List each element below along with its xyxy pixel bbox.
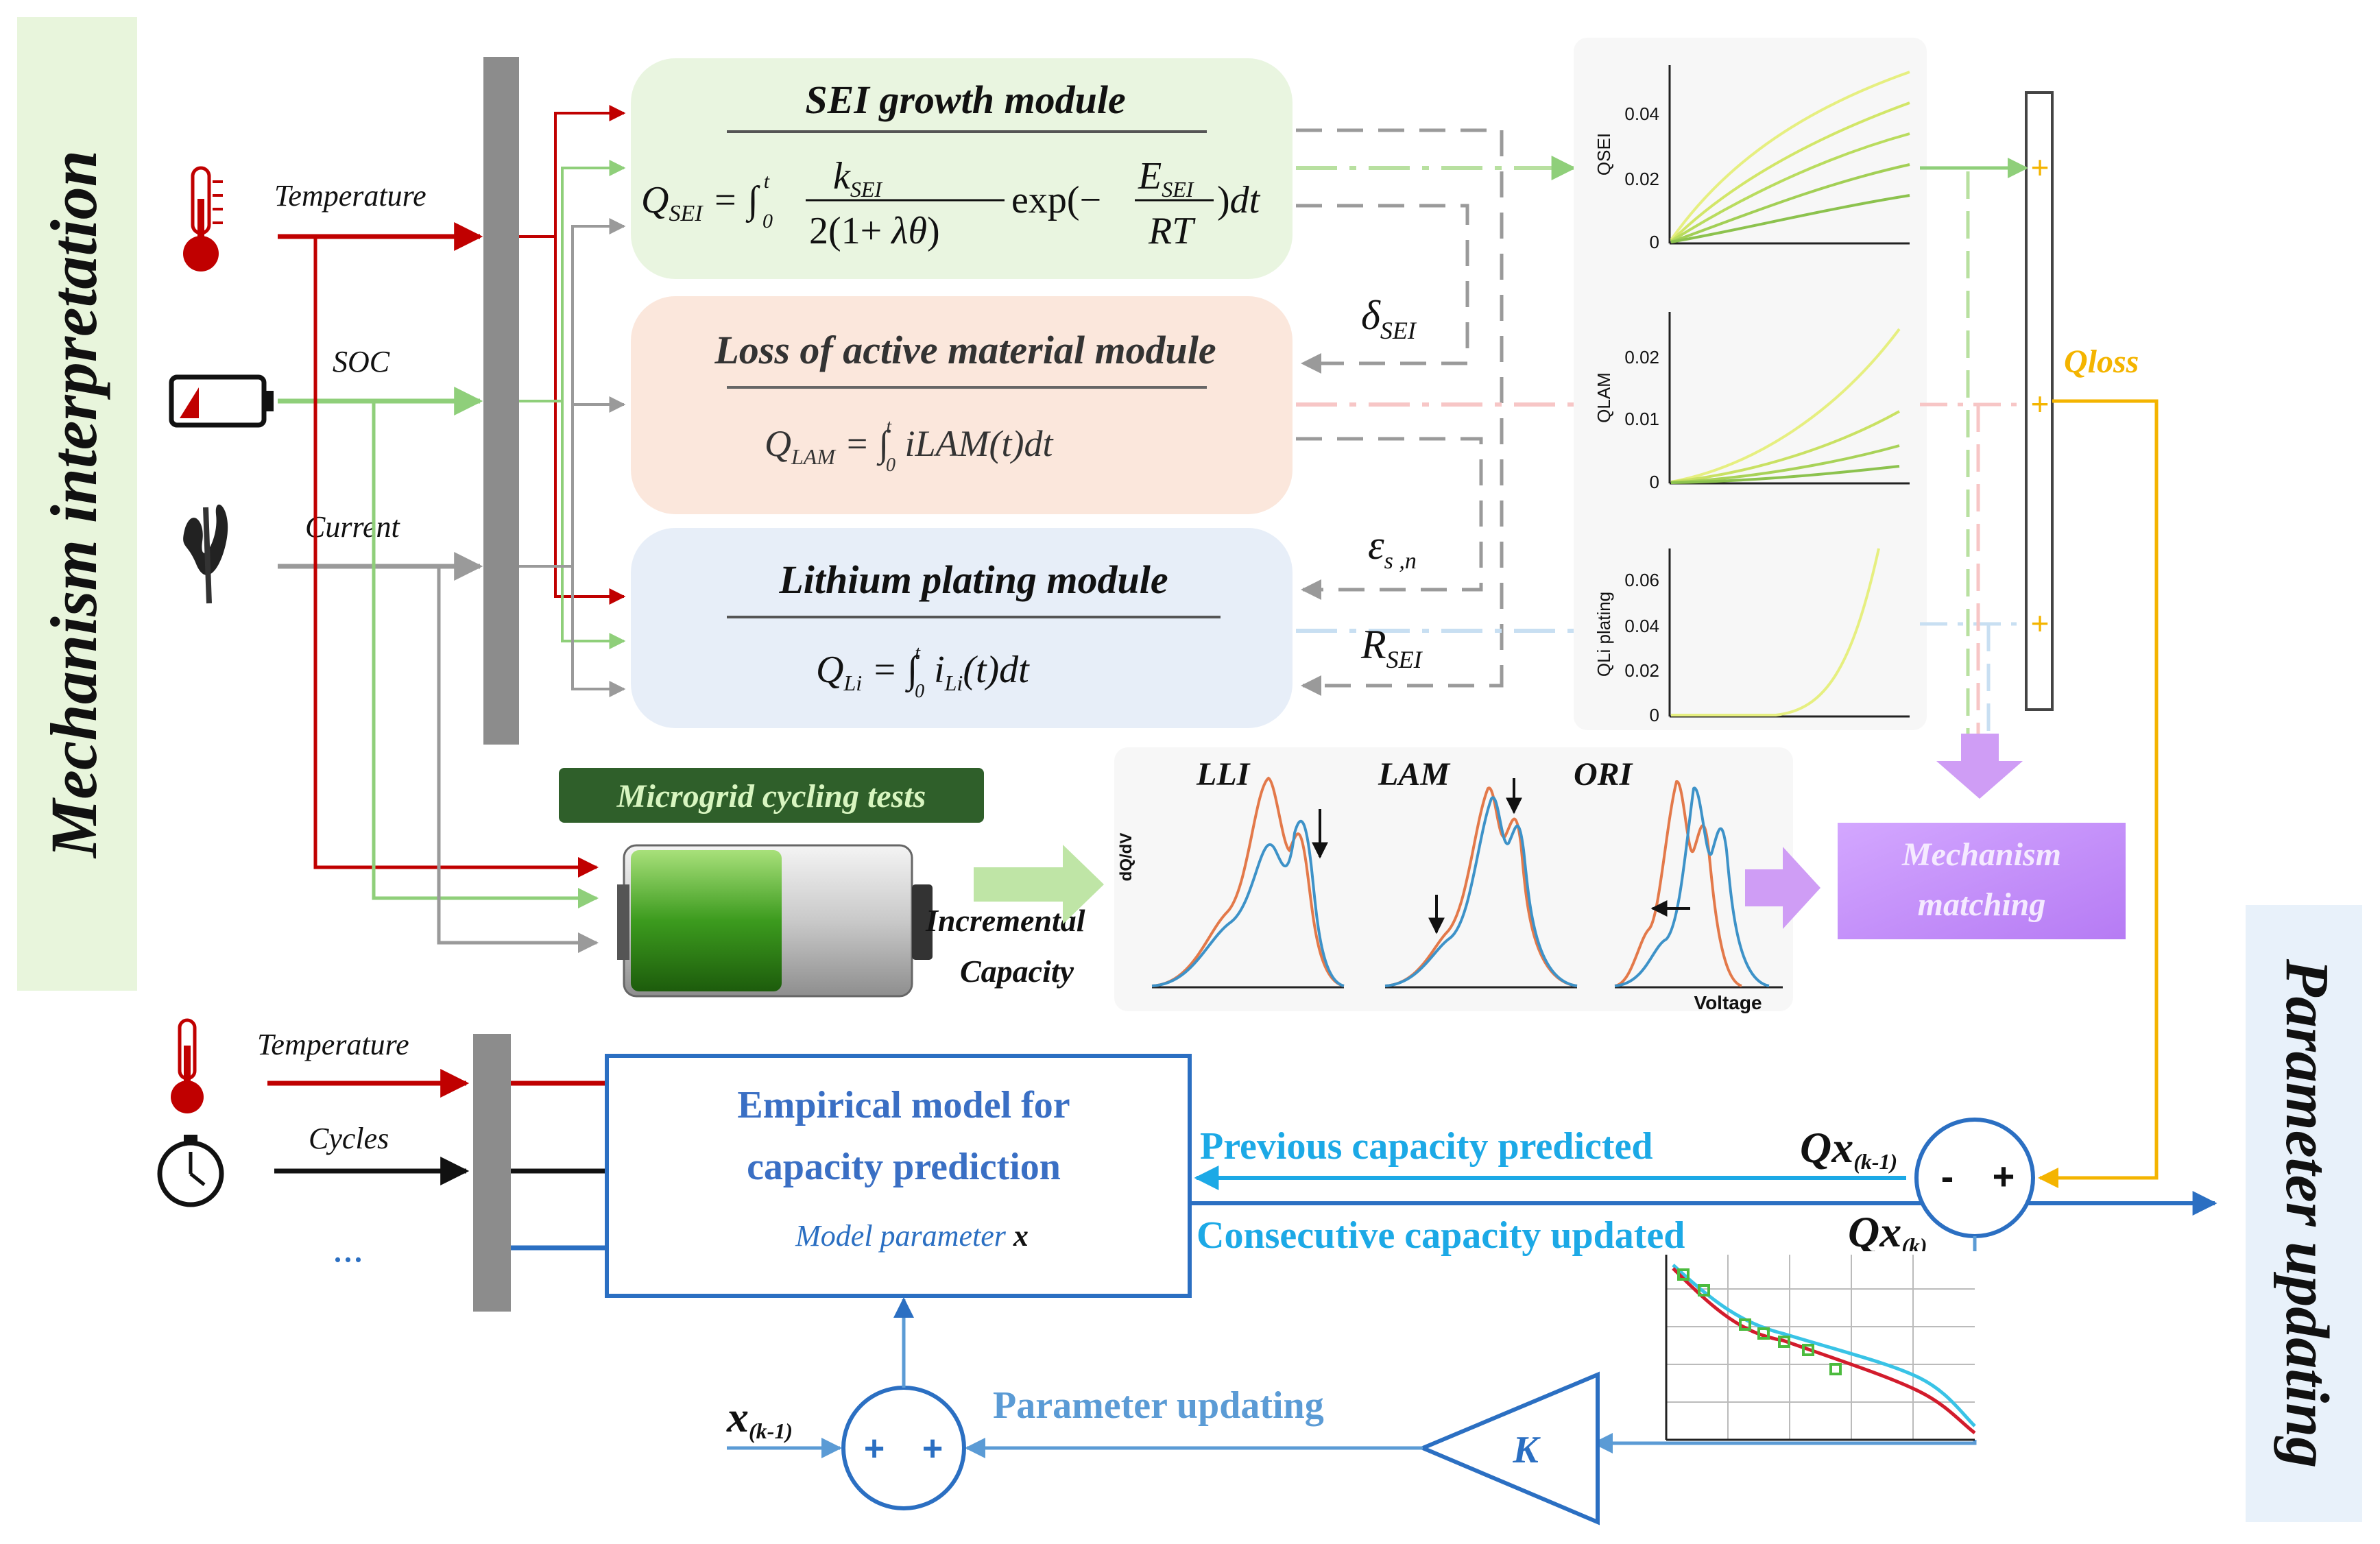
current-input-label: Current <box>305 510 400 544</box>
bottom-sum-node: + + <box>841 1386 966 1510</box>
ic-label-line1: Incremental <box>925 903 1085 938</box>
empirical-line1: Empirical model for <box>737 1084 1070 1126</box>
sei-module-title: SEI growth module <box>805 77 1125 122</box>
temperature-input-label: Temperature <box>274 179 426 213</box>
consecutive-capacity-label: Consecutive capacity updated <box>1197 1214 1685 1257</box>
qlam-ylabel: QLAM <box>1594 372 1614 423</box>
cycles-label: Cycles <box>309 1122 389 1155</box>
consecutive-capacity-symbol: Qx(k) <box>1848 1207 1927 1258</box>
sum-plus-3: + <box>2031 605 2050 641</box>
qsei-ylabel: QSEI <box>1594 133 1614 176</box>
qli-plot: QLi plating 0.06 0.04 0.02 0 <box>1594 548 1910 725</box>
plots-panel-bg <box>1574 38 1927 730</box>
eps-sn-label: εs ,n <box>1368 522 1417 574</box>
ica-lam-plot: LAM <box>1378 756 1578 989</box>
qlam-tick: 0.01 <box>1624 409 1659 429</box>
microgrid-tests-badge: Microgrid cycling tests <box>559 768 984 823</box>
bus-to-modules-arrows <box>519 105 626 697</box>
gain-k-label: K <box>1512 1429 1541 1471</box>
qsei-plot: QSEI 0.04 0.02 0 <box>1594 65 1910 252</box>
sum-minus: - <box>1941 1155 1954 1198</box>
more-inputs-label: ... <box>333 1225 363 1270</box>
qsei-tick: 0.04 <box>1624 104 1659 124</box>
temperature-bottom-label: Temperature <box>257 1028 409 1061</box>
right-sum-node: - + <box>1914 1118 2035 1238</box>
previous-capacity-label: Previous capacity predicted <box>1200 1125 1653 1168</box>
mechanism-matching-line2: matching <box>1918 886 2046 923</box>
battery-graphic <box>617 844 933 998</box>
parameter-updating-panel: Parameter updating <box>2246 905 2362 1522</box>
lam-module-title: Loss of active material module <box>714 328 1216 372</box>
svg-text:)dt: )dt <box>1217 179 1261 221</box>
lam-module: Loss of active material module QLAM = ∫t… <box>631 296 1293 514</box>
ica-title: ORI <box>1574 756 1634 793</box>
qlam-plot: QLAM 0.02 0.01 0 <box>1594 312 1910 492</box>
inputs-to-microgrid-arrows <box>313 237 599 953</box>
qloss-label: Qloss <box>2064 343 2139 380</box>
qlam-tick: 0.02 <box>1624 347 1659 367</box>
ica-ori-plot: ORI <box>1574 756 1783 989</box>
qli-tick: 0.02 <box>1624 660 1659 681</box>
qli-tick: 0 <box>1650 705 1659 725</box>
sum-plus-2: + <box>2031 386 2050 422</box>
qloss-arrow <box>2038 399 2159 1188</box>
thermometer-icon <box>183 166 223 272</box>
clock-icon <box>157 1135 224 1207</box>
delta-sei-label: δSEI <box>1361 293 1417 344</box>
qsei-tick: 0 <box>1650 232 1659 252</box>
parameter-updating-side-label: Parameter updating <box>2273 958 2341 1469</box>
microgrid-label: Microgrid cycling tests <box>616 778 926 815</box>
plot-to-sum-lines <box>1920 158 2028 761</box>
current-wave-icon <box>183 504 228 604</box>
module-output-lines <box>1296 156 1576 633</box>
battery-low-icon <box>169 374 274 428</box>
parameter-updating-label: Parameter updating <box>993 1384 1324 1427</box>
gain-k-triangle: K <box>1417 1371 1600 1525</box>
mechanism-matching-box: Mechanism matching <box>1838 823 2126 939</box>
ica-lli-plot: LLI <box>1151 756 1345 989</box>
bottom-sum-plus-1: + <box>864 1429 885 1469</box>
sum-plus: + <box>1993 1155 2015 1198</box>
ic-label-line2: Capacity <box>960 954 1074 989</box>
input-bus-bottom <box>473 1034 511 1312</box>
ica-title: LAM <box>1378 756 1451 793</box>
summation-column <box>2025 91 2054 711</box>
previous-capacity-symbol: Qx(k-1) <box>1800 1123 1897 1174</box>
qli-tick: 0.04 <box>1624 616 1659 636</box>
qli-ylabel: QLi plating <box>1594 592 1614 677</box>
svg-text:RT: RT <box>1148 210 1196 252</box>
mechanism-interpretation-label: Mechanism interpretation <box>37 150 110 859</box>
thermometer-icon-bottom <box>171 1018 204 1113</box>
ica-title: LLI <box>1196 756 1251 793</box>
bottom-sum-plus-2: + <box>922 1429 943 1469</box>
li-module-title: Lithium plating module <box>778 557 1168 602</box>
ica-panel-bg <box>1114 747 1793 1011</box>
x-prev-label: x(k-1) <box>726 1392 793 1443</box>
coupling-dashed-lines <box>1296 128 1504 696</box>
empirical-line2: capacity prediction <box>747 1146 1061 1188</box>
svg-text:exp(−: exp(− <box>1011 179 1101 221</box>
qlam-tick: 0 <box>1650 472 1659 492</box>
capacity-curve-plot <box>1659 1251 1982 1441</box>
ic-arrow <box>974 845 1104 924</box>
sum-plus-1: + <box>2031 149 2050 185</box>
to-mechanism-arrow <box>1745 847 1820 929</box>
input-bus-top <box>483 57 519 745</box>
soc-input-label: SOC <box>333 345 390 378</box>
model-parameter-label: Model parameter x <box>795 1219 1029 1253</box>
qsei-tick: 0.02 <box>1624 169 1659 189</box>
to-matching-arrow <box>1936 734 2023 799</box>
ica-ylabel: dQ/dV <box>1117 833 1135 882</box>
ica-xlabel: Voltage <box>1694 992 1762 1013</box>
empirical-model-box: Empirical model for capacity prediction … <box>605 1054 1192 1298</box>
qli-tick: 0.06 <box>1624 570 1659 590</box>
mechanism-interpretation-panel: Mechanism interpretation <box>17 17 137 991</box>
svg-text:2(1+ λθ): 2(1+ λθ) <box>809 210 940 252</box>
mechanism-matching-line1: Mechanism <box>1901 836 2061 873</box>
